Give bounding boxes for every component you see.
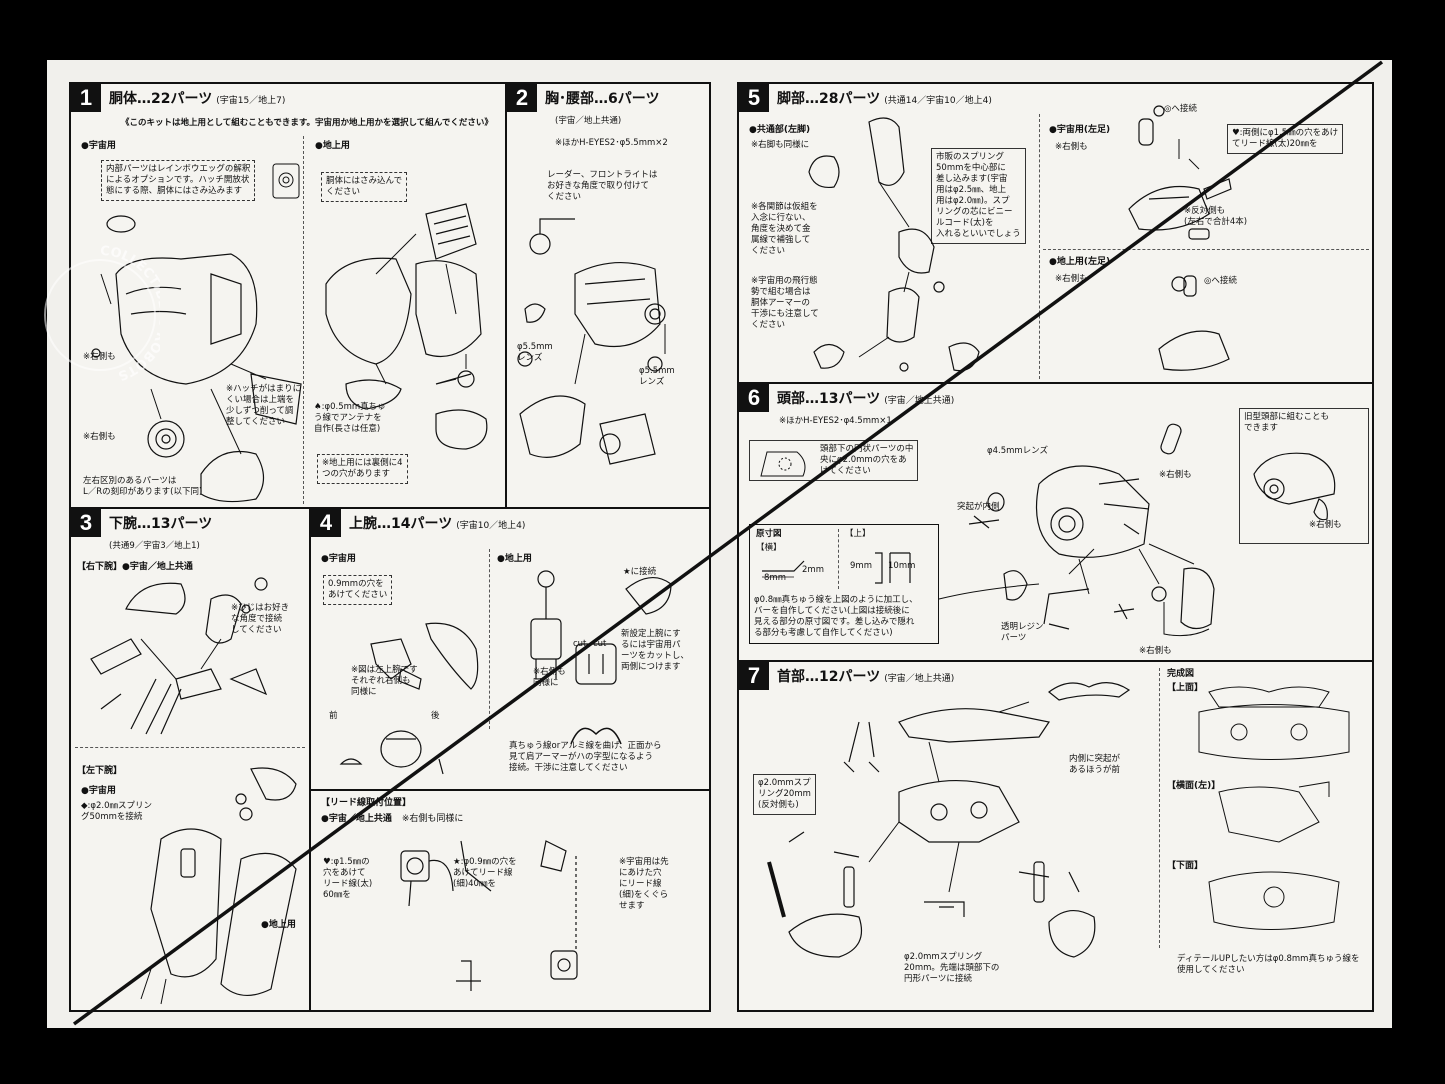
extra-parts: ※ほかH-EYES2･φ5.5mm×2 xyxy=(555,138,668,148)
leg-common-illustration xyxy=(808,117,980,372)
upper-arm-ground-illustration xyxy=(530,570,672,745)
step-number: 5 xyxy=(739,84,769,112)
section-intro: 《このキットは地上用として組むこともできます。宇宙用か地上用かを選択して組んでく… xyxy=(121,118,493,128)
section-title: 脚部…28パーツ(共通14／宇宙10／地上4) xyxy=(777,91,992,107)
section-title: 胸･腰部…6パーツ xyxy=(545,91,660,107)
heart-note: ♥:φ1.5㎜の穴をあけてリード線(太)60㎜を xyxy=(323,857,373,900)
step-number: 1 xyxy=(71,84,101,112)
extra-parts: ※ほかH-EYES2･φ4.5mm×1 xyxy=(779,416,892,426)
bar-scale-drawing xyxy=(762,552,911,584)
left-lower-arm-illustration xyxy=(140,767,297,1005)
section-title: 下腕…13パーツ xyxy=(109,516,213,532)
ground-note: 胴体にはさみ込んでください xyxy=(321,172,408,202)
inner-parts-note: 内部パーツはレインボウエッグの解釈によるオプションです。ハッチ開放状態にする際、… xyxy=(101,160,256,201)
bar-note: φ0.8㎜真ちゅう線を上図のように加工し、バーを自作してください(上図は接続後に… xyxy=(754,595,918,638)
divider xyxy=(1159,668,1160,948)
torso-ground-illustration xyxy=(325,203,488,450)
section-2-chest-waist: 2 胸･腰部…6パーツ (宇宙／地上共通) ※ほかH-EYES2･φ5.5mm×… xyxy=(506,83,710,508)
lead-wire-illustration xyxy=(400,840,578,991)
ground-left-label: ●地上用(左足) xyxy=(1049,257,1111,267)
section-5-legs: 5 脚部…28パーツ(共通14／宇宙10／地上4) ●共通部(左脚) ※右脚も同… xyxy=(738,83,1373,383)
scale-diagram-box: 原寸図 【横】 【上】 8mm 2mm 9mm 10mm φ0.8㎜真ちゅう線を… xyxy=(749,524,939,644)
divider xyxy=(303,136,304,504)
detail-note: ディテールUPしたい方はφ0.8mm真ちゅう線を使用してください xyxy=(1177,954,1360,975)
upper-arm-space-illustration xyxy=(339,622,479,775)
section-lead-wire: 【リード線取付位置】 ●宇宙／地上共通※右側も同様に ♥:φ1.5㎜の穴をあけて… xyxy=(310,790,710,1011)
leg-ground-illustration xyxy=(1158,275,1230,371)
space-label: ●宇宙用 xyxy=(321,554,356,564)
section-7-neck: 7 首部…12パーツ(宇宙／地上共通) φ2.0mmスプリング20mm(反対側も… xyxy=(738,661,1373,1011)
section-3-lower-arm: 3 下腕…13パーツ (共通9／宇宙3／地上1) 【右下腕】●宇宙／地上共通 ※… xyxy=(70,508,310,1011)
step-number: 6 xyxy=(739,384,769,412)
right-too-note: ※右側も xyxy=(1055,142,1088,152)
radar-note: レーダー、フロントライトはお好きな角度で取り付けてください xyxy=(547,170,658,202)
chest-illustration xyxy=(517,218,666,465)
section-4-upper-arm: 4 上腕…14パーツ(宇宙10／地上4) ●宇宙用 ●地上用 0.9mmの穴をあ… xyxy=(310,508,710,790)
instruction-sheet: 1 胴体…22パーツ(宇宙15／地上7) 《このキットは地上用として組むこともで… xyxy=(47,60,1392,1028)
section-1-torso: 1 胴体…22パーツ(宇宙15／地上7) 《このキットは地上用として組むこともで… xyxy=(70,83,506,508)
section-title: 胴体…22パーツ(宇宙15／地上7) xyxy=(109,91,286,107)
right-page: 5 脚部…28パーツ(共通14／宇宙10／地上4) ●共通部(左脚) ※右脚も同… xyxy=(737,82,1374,1012)
inner-part-illustration xyxy=(272,163,300,199)
lead-title: 【リード線取付位置】 xyxy=(321,798,412,808)
ground-label: ●地上用 xyxy=(497,554,532,564)
orig-size-label: 原寸図 xyxy=(756,529,782,539)
right-lower-arm-illustration xyxy=(90,577,268,735)
old-head-illustration xyxy=(1253,452,1336,521)
completed-views-illustration xyxy=(1198,686,1350,930)
neck-illustration xyxy=(767,682,1131,958)
done-label: 完成図 xyxy=(1167,669,1195,679)
head-illustration xyxy=(938,423,1215,637)
space-left-label: ●宇宙用(左足) xyxy=(1049,125,1111,135)
divider xyxy=(75,747,305,748)
step-number: 4 xyxy=(311,509,341,537)
space-label: ●宇宙用 xyxy=(81,141,116,151)
step-number: 3 xyxy=(71,509,101,537)
divider xyxy=(1043,249,1369,250)
disc-part-illustration xyxy=(760,451,806,477)
section-title: 上腕…14パーツ(宇宙10／地上4) xyxy=(349,516,526,532)
lead-common: ●宇宙／地上共通※右側も同様に xyxy=(321,814,464,824)
section-6-head: 6 頭部…13パーツ(宇宙／地上共通) ※ほかH-EYES2･φ4.5mm×1 … xyxy=(738,383,1373,661)
section-counts: (共通9／宇宙3／地上1) xyxy=(109,541,200,551)
leg-space-illustration xyxy=(1128,105,1232,240)
section-sub: (宇宙／地上共通) xyxy=(555,116,622,126)
step-number: 2 xyxy=(507,84,537,112)
section-title: 頭部…13パーツ(宇宙／地上共通) xyxy=(777,391,955,407)
divider xyxy=(1039,114,1040,379)
torso-space-illustration xyxy=(91,215,302,503)
left-page: 1 胴体…22パーツ(宇宙15／地上7) 《このキットは地上用として組むこともで… xyxy=(69,82,711,1012)
wire-note: 真ちゅう線orアルミ線を曲げ、正面から見て肩アーマーがハの字型になるよう接続。干… xyxy=(509,741,662,773)
space-lead-note: ※宇宙用は先にあけた穴にリード線(細)をくぐらせます xyxy=(619,857,669,911)
top-view-label: 【上】 xyxy=(845,529,871,539)
ground-label: ●地上用 xyxy=(315,141,350,151)
right-too-note-2: ※右側も xyxy=(1055,274,1088,284)
